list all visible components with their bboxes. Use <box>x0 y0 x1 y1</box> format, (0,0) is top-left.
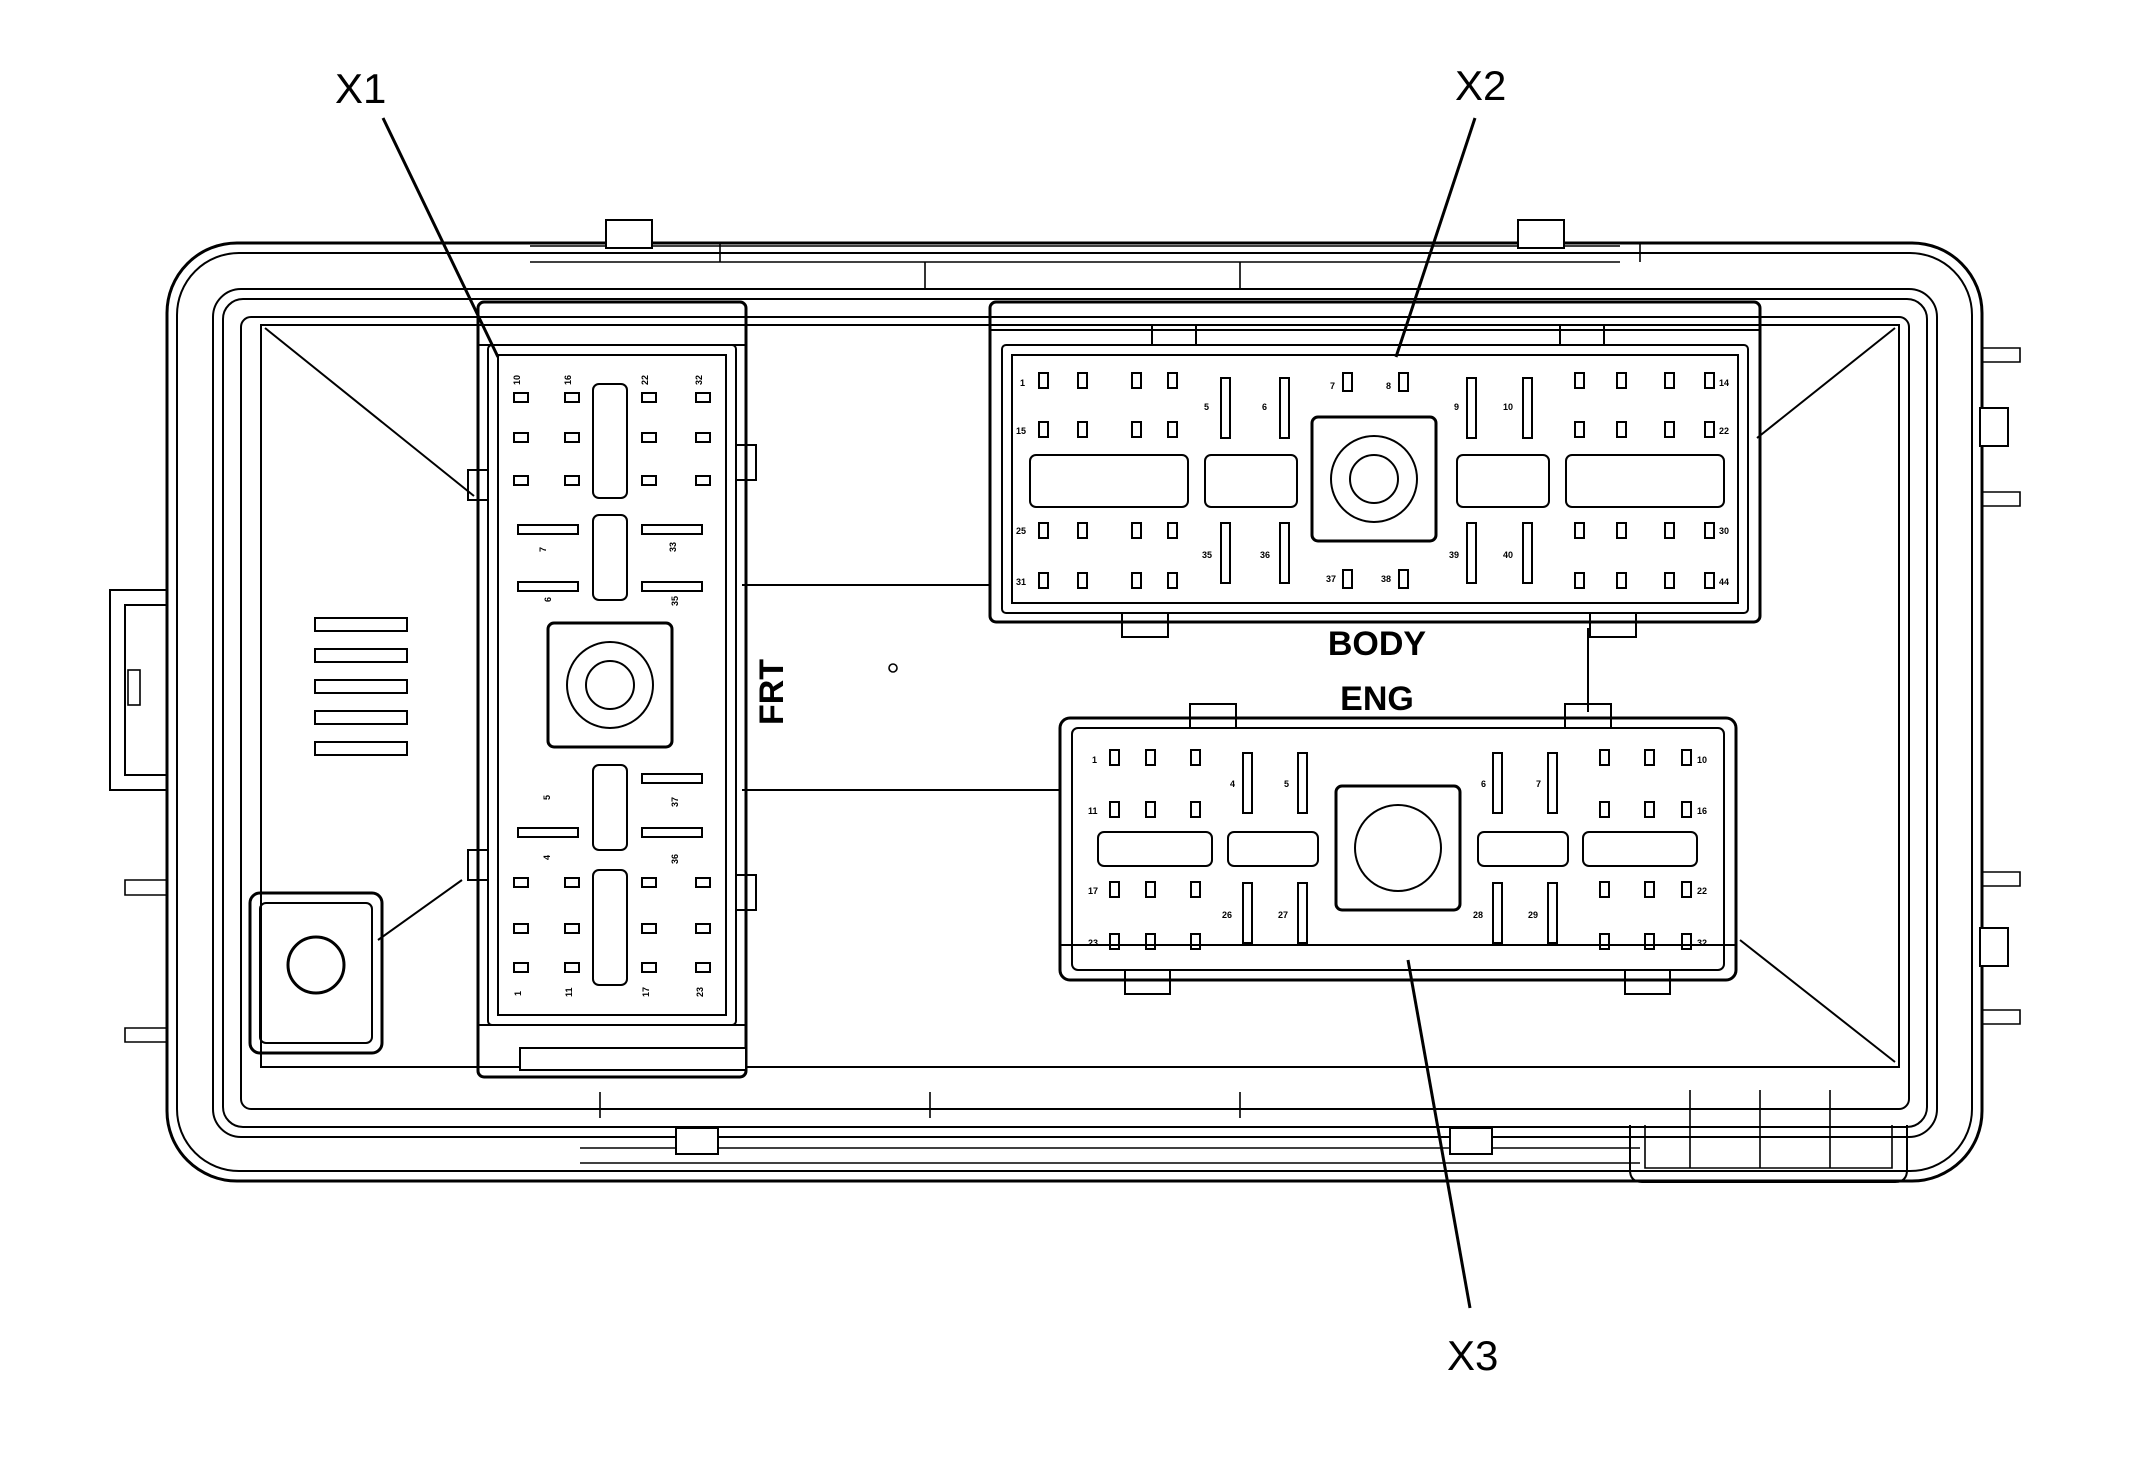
callout-x3: X3 <box>1447 1332 1498 1379</box>
x3-pin-label: 16 <box>1697 806 1707 816</box>
connector-x2 <box>988 300 1762 638</box>
x2-pin-label: 10 <box>1503 402 1513 412</box>
x3-pin-label: 28 <box>1473 910 1483 920</box>
x3-pin-label: 23 <box>1088 938 1098 948</box>
x1-pin-label: 23 <box>695 987 705 997</box>
x2-pin-label: 35 <box>1202 550 1212 560</box>
x2-pin-label: 30 <box>1719 526 1729 536</box>
callout-leaders <box>381 117 1477 1309</box>
x3-pin-label: 5 <box>1284 779 1289 789</box>
x2-pin-label: 8 <box>1386 381 1391 391</box>
x1-pin-label: 17 <box>641 987 651 997</box>
x2-pin-label: 44 <box>1719 577 1729 587</box>
x3-pin-label: 10 <box>1697 755 1707 765</box>
x1-pin-label: 33 <box>668 542 678 552</box>
x2-pin-label: 22 <box>1719 426 1729 436</box>
x2-pin-label: 7 <box>1330 381 1335 391</box>
body-face-label: BODY <box>1328 625 1427 663</box>
x1-pin-label: 1 <box>513 991 523 996</box>
x3-pin-label: 7 <box>1536 779 1541 789</box>
x2-pin-label: 31 <box>1016 577 1026 587</box>
x3-pin-label: 6 <box>1481 779 1486 789</box>
x1-pin-label: 11 <box>564 987 574 997</box>
vent-slots <box>314 617 408 756</box>
front-face-label: FRT <box>753 659 791 725</box>
callout-x1: X1 <box>335 65 386 112</box>
x2-pin-labels: 1 7 8 14 5 6 9 10 15 22 25 30 35 36 39 4… <box>1016 378 1729 587</box>
x1-pin-label: 16 <box>563 375 573 385</box>
x3-pin-label: 11 <box>1088 806 1098 816</box>
x1-pin-label: 32 <box>694 375 704 385</box>
x2-pin-label: 25 <box>1016 526 1026 536</box>
x3-pin-labels: 1 4 5 6 7 10 11 16 17 22 26 27 28 29 23 … <box>1088 755 1707 948</box>
engine-face-label: ENG <box>1340 680 1414 718</box>
x2-pin-label: 6 <box>1262 402 1267 412</box>
x2-pin-label: 5 <box>1204 402 1209 412</box>
fuse-block-housing <box>109 219 2021 1183</box>
ground-stud <box>248 891 384 1055</box>
x3-pin-label: 17 <box>1088 886 1098 896</box>
x2-pin-label: 15 <box>1016 426 1026 436</box>
x2-pin-label: 1 <box>1020 378 1025 388</box>
x3-pin-label: 1 <box>1092 755 1097 765</box>
x2-pin-label: 37 <box>1326 574 1336 584</box>
x3-pin-label: 29 <box>1528 910 1538 920</box>
x2-pin-label: 14 <box>1719 378 1729 388</box>
x1-pin-label: 35 <box>670 596 680 606</box>
x3-pin-label: 32 <box>1697 938 1707 948</box>
x2-pin-label: 38 <box>1381 574 1391 584</box>
connector-x1 <box>467 300 757 1079</box>
x2-pin-label: 36 <box>1260 550 1270 560</box>
x2-pin-label: 9 <box>1454 402 1459 412</box>
x1-pin-label: 5 <box>542 795 552 800</box>
x1-pin-label: 7 <box>538 547 548 552</box>
x1-pin-label: 37 <box>670 797 680 807</box>
x1-pin-label: 36 <box>670 854 680 864</box>
x1-pin-label: 22 <box>640 375 650 385</box>
callout-x2: X2 <box>1455 62 1506 109</box>
connector-x3 <box>1058 703 1738 995</box>
x1-pin-label: 10 <box>512 375 522 385</box>
x2-pin-label: 40 <box>1503 550 1513 560</box>
x3-pin-label: 4 <box>1230 779 1235 789</box>
x2-pin-label: 39 <box>1449 550 1459 560</box>
x1-pin-label: 4 <box>542 855 552 860</box>
x1-pin-labels: 10 16 22 32 7 33 6 35 5 37 4 36 1 11 17 … <box>512 375 705 997</box>
x3-pin-label: 27 <box>1278 910 1288 920</box>
x3-pin-label: 26 <box>1222 910 1232 920</box>
x1-pin-label: 6 <box>543 597 553 602</box>
x3-pin-label: 22 <box>1697 886 1707 896</box>
